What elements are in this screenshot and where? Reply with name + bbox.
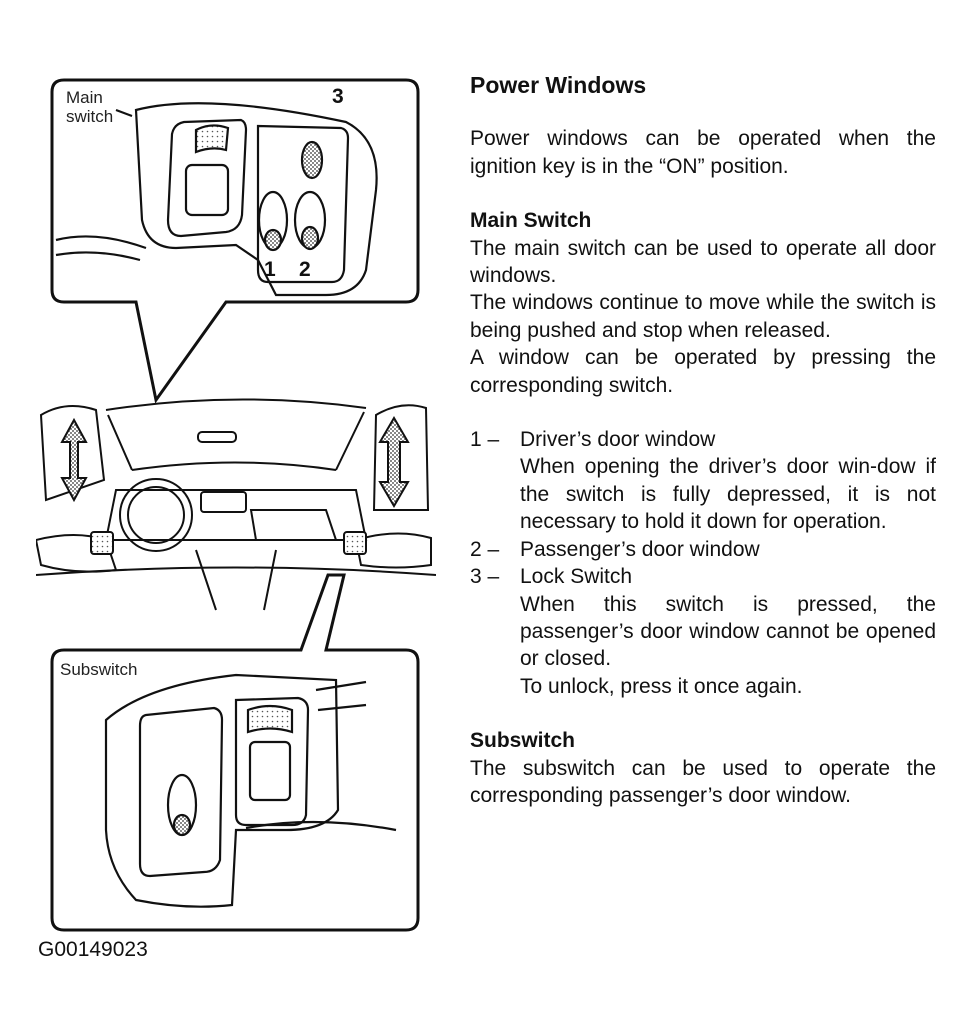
list-item-1: 1 – Driver’s door window When opening th… <box>470 426 936 536</box>
subswitch-door-trim <box>104 673 397 908</box>
list-item-label: Passenger’s door window <box>520 537 760 561</box>
list-item-label: Driver’s door window <box>520 428 716 452</box>
intro-paragraph: Power windows can be operated when the i… <box>470 127 936 178</box>
subswitch-panel <box>50 573 420 932</box>
list-item-description: To unlock, press it once again. <box>520 674 803 698</box>
list-item-number: 1 – <box>470 428 500 452</box>
switch-number-3: 3 <box>332 85 344 108</box>
power-window-switch-drawing <box>36 78 436 932</box>
main-switch-paragraph-3: A window can be operated by pressing the… <box>470 346 936 397</box>
main-switch-heading: Main Switch <box>470 209 592 233</box>
list-item-3: 3 – Lock Switch When this switch is pres… <box>470 563 936 700</box>
illustration: Main switch Subswitch 1 2 3 <box>36 70 436 970</box>
page-title: Power Windows <box>470 72 647 98</box>
list-item-description: When this switch is pressed, the passeng… <box>520 592 936 671</box>
car-interior <box>36 398 436 611</box>
text-column: Power Windows Power windows can be opera… <box>470 72 936 809</box>
list-item-description: When opening the driver’s door win-dow i… <box>520 455 936 534</box>
main-switch-panel <box>50 78 420 404</box>
subswitch-callout: Subswitch <box>60 660 138 679</box>
main-switch-callout: Main switch <box>66 88 114 126</box>
subswitch-paragraph: The subswitch can be used to operate the… <box>470 756 936 807</box>
subswitch-heading: Subswitch <box>470 729 576 753</box>
main-switch-paragraph-2: The windows continue to move while the s… <box>470 291 936 342</box>
list-item-number: 3 – <box>470 565 500 589</box>
main-switch-paragraph-1: The main switch can be used to operate a… <box>470 236 936 288</box>
main-switch-armrest <box>55 102 378 297</box>
list-item-label: Lock Switch <box>520 565 633 589</box>
list-item-number: 2 – <box>470 537 500 561</box>
switch-number-2: 2 <box>299 258 311 281</box>
figure-code: G00149023 <box>38 938 148 961</box>
list-item-2: 2 – Passenger’s door window <box>470 536 936 563</box>
switch-number-1: 1 <box>264 258 276 281</box>
